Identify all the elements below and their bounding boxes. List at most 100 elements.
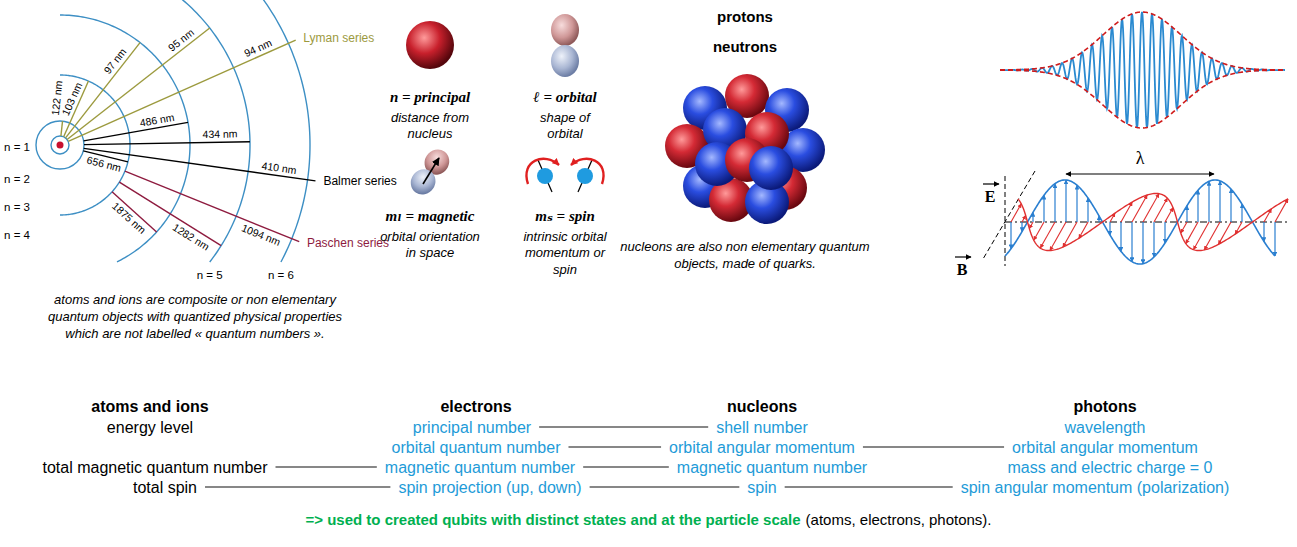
conclusion-text: => used to created qubits with distinct … [305,511,800,529]
connector-line [583,466,669,467]
b-field-arrow [1181,222,1187,233]
table-cell: shell number [714,418,810,437]
oriented-orbital [406,145,454,200]
orbit-arc [60,0,310,262]
b-field-arrow [1186,222,1198,244]
spin-axis [538,160,552,192]
spectral-line [84,122,188,140]
e-field-arrow [1208,181,1209,222]
table-cell: orbital angular momentum [1010,438,1200,457]
p-orbital-lobe [551,45,579,77]
b-field-arrow [1154,198,1167,222]
table-cell: spin projection (up, down) [396,478,583,497]
level-label: n = 6 [268,269,294,283]
b-field-arrow [1040,222,1055,248]
table-cell: spin angular momentum (polarization) [959,478,1232,497]
wavelength-label: 656 nm [85,154,122,175]
e-field-arrow [1142,222,1143,264]
e-field-arrow [1263,222,1264,241]
cell-text: spin [747,478,776,497]
spectral-line [84,148,316,181]
series-label: Lyman series [303,31,374,45]
level-label: n = 3 [4,201,30,215]
column-header: photons [1073,397,1136,416]
orbit-arc [60,15,190,262]
e-field-arrow [1010,222,1011,249]
series-label: Paschen series [307,236,389,250]
p-orbital-lobe [406,164,441,199]
spectral-line [125,171,299,241]
figure-note: atoms and ions are composite or non elem… [40,292,350,343]
table-cell: mass and electric charge = 0 [1006,458,1215,477]
level-label: n = 1 [4,141,30,155]
connector-line [863,446,1004,447]
b-field-arrow [1034,222,1044,240]
e-field-arrow [1164,222,1165,243]
b-field-arrow [1022,215,1026,222]
table-cell: orbital quantum number [390,438,563,457]
nucleus-dot [57,142,64,149]
cell-text: wavelength [1065,418,1146,437]
vector-arrow [955,256,971,257]
cell-text: magnetic quantum number [385,458,575,477]
table-cell: magnetic quantum number [383,458,577,477]
wavelength-label: 434 nm [202,128,237,141]
b-field-axis [983,171,1035,259]
quantum-number-symbol: mₛ = spin [535,207,594,225]
column-header: nucleons [727,397,797,416]
spectral-line [61,121,63,136]
cell-text: spin angular momentum (polarization) [961,478,1230,497]
e-field-wave [1005,180,1275,264]
connector-line [539,426,708,427]
quantum-number-symbol: mₗ = magnetic [386,207,475,225]
table-cell: wavelength [1063,418,1148,437]
table-cell: orbital angular momentum [667,438,857,457]
table-cell: principal number [411,418,533,437]
e-field-arrow [1219,181,1220,222]
connector-line [590,486,740,487]
cell-text: total spin [133,478,197,497]
wavelength-label: 1094 nm [240,221,283,248]
quantum-number-note: distance from nucleus [374,110,486,143]
cell-text: spin projection (up, down) [398,478,581,497]
footer-line: => used to created qubits with distinct … [0,511,1297,529]
b-field-wave [1018,193,1288,250]
orbit-arc [60,0,250,262]
e-field-arrow [1153,222,1154,257]
series-label: Balmer series [323,174,396,188]
table-cell: total magnetic quantum number [40,458,269,477]
quantum-number-note: intrinsic orbital momentum or spin [512,229,618,278]
cell-text: energy level [107,418,193,437]
quantum-number-note: orbital orientation in space [380,229,480,262]
cell-text: principal number [413,418,531,437]
e-field-arrow [1274,222,1275,256]
level-label: n = 2 [4,173,30,187]
quantum-number-note: shape of orbital [525,110,605,143]
quantum-number-symbol: n = principal [390,88,470,106]
e-field-arrow [1076,185,1077,222]
cell-text: magnetic quantum number [677,458,867,477]
orbit-circle [36,121,84,169]
field-symbol: B [957,260,968,279]
level-label: n = 4 [4,229,30,243]
level-label: n = 5 [197,269,223,283]
electron-dot [577,168,593,184]
cell-text: shell number [716,418,808,437]
e-field-arrow [1230,189,1231,222]
cell-text: orbital angular momentum [669,438,855,457]
particle-name: protons [717,8,773,26]
spectral-line [84,142,250,145]
wave-packet [1000,12,1285,128]
table-cell: energy level [105,418,195,437]
spin-rotation-arrow [526,159,559,184]
cell-text: mass and electric charge = 0 [1008,458,1213,477]
e-field-arrow [1186,206,1187,222]
e-field-arrow [1197,190,1198,222]
orientation-arrow [423,158,439,184]
connector-line [205,486,390,487]
e-field-arrow [1120,222,1121,251]
vector-arrow [983,183,999,184]
neutron-sphere [749,146,793,190]
conclusion-text: (atoms, electrons, photons). [806,511,992,529]
